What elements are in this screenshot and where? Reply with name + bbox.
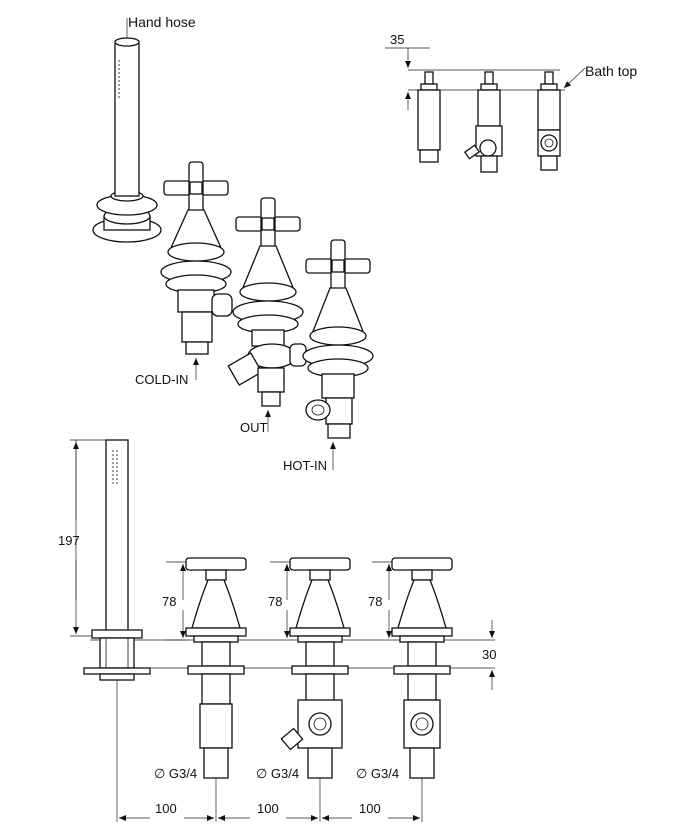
dimension-top-offset: 35 [390, 32, 404, 47]
out-valve-front [280, 557, 351, 779]
hand-hose-label: Hand hose [128, 14, 196, 30]
out-label: OUT [240, 420, 268, 435]
thread-label-1: ∅ G3/4 [154, 766, 197, 781]
thread-label-2: ∅ G3/4 [256, 766, 299, 781]
cold-in-label: COLD-IN [135, 372, 188, 387]
dimension-spacing-3: 100 [359, 801, 381, 816]
dimension-handle-height-1: 78 [162, 594, 176, 609]
front-elevation-view: 197 [58, 439, 496, 822]
hot-valve-front [391, 557, 453, 779]
mount-valve-hot [537, 71, 561, 171]
hand-hose-iso: Hand hose [92, 14, 196, 243]
isometric-view: Hand hose COLD-IN [92, 14, 374, 473]
hot-in-label: HOT-IN [283, 458, 327, 473]
hot-valve-iso: HOT-IN [283, 239, 374, 473]
dimension-handle-height-2: 78 [268, 594, 282, 609]
dimension-spacing-1: 100 [155, 801, 177, 816]
thread-label-3: ∅ G3/4 [356, 766, 399, 781]
dimension-hose-height: 197 [58, 533, 80, 548]
out-valve-iso: OUT [227, 197, 307, 435]
dimension-handle-height-3: 78 [368, 594, 382, 609]
cold-valve-iso: COLD-IN [135, 161, 233, 387]
mount-valve-cold [417, 71, 441, 163]
bath-top-label: Bath top [585, 63, 637, 79]
dimension-deck-thickness: 30 [482, 647, 496, 662]
mounting-elevation-view: 35 Bath top [385, 32, 637, 173]
hand-hose-front [83, 439, 151, 681]
dimension-spacing-2: 100 [257, 801, 279, 816]
mount-valve-out [463, 71, 503, 173]
cold-valve-front [185, 557, 247, 779]
